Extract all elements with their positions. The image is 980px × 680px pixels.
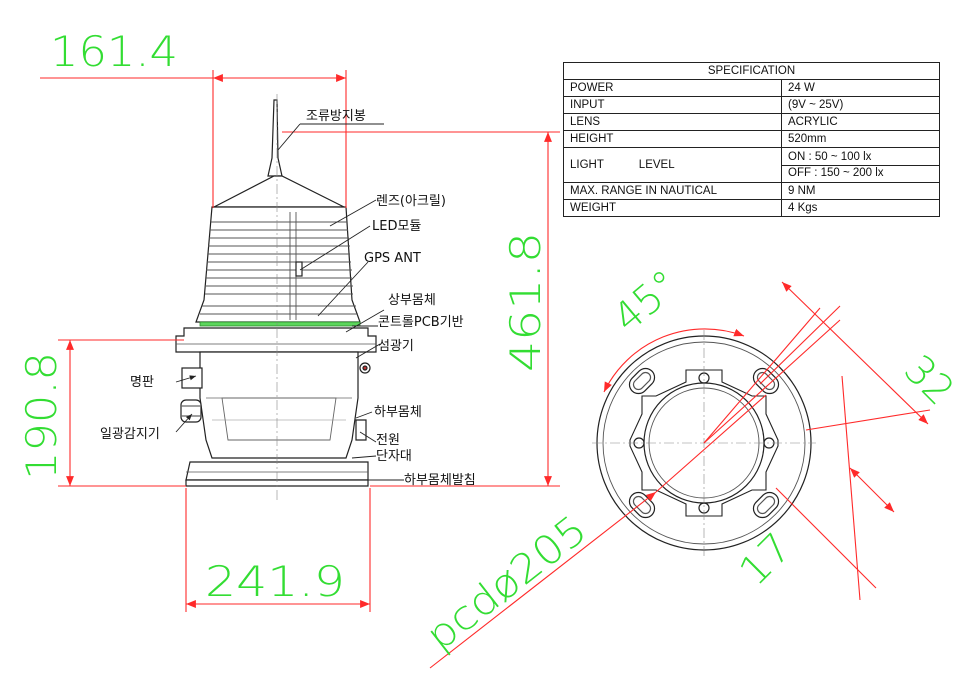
spec-key: INPUT [563,96,782,114]
spec-key: MAX. RANGE IN NAUTICAL [563,182,782,200]
spec-key: POWER [563,79,782,97]
spec-key: WEIGHT [563,199,782,217]
label-nameplate: 명판 [130,375,154,390]
dim-height: 461.8 [501,232,550,372]
label-gps-ant: GPS ANT [364,251,421,266]
spec-key: HEIGHT [563,130,782,148]
side-dimension-lines [40,70,560,612]
label-terminal: 단자대 [376,449,412,464]
label-led-module: LED모듈 [372,219,421,234]
lens-body-shape [195,206,361,323]
spec-row: MAX. RANGE IN NAUTICAL 9 NM [563,182,940,200]
dim-lower-height: 190.8 [17,352,66,480]
callout-labels: 조류방지봉 렌즈(아크릴) LED모듈 GPS ANT 상부몸체 콘트롤PCB기… [100,109,476,488]
spec-title-row: SPECIFICATION [563,62,940,80]
top-dimension-lines [429,281,931,669]
spec-value: ON : 50 ~ 100 lx OFF : 150 ~ 200 lx [781,147,940,183]
label-bird-spike: 조류방지봉 [306,109,366,124]
spec-subvalue-on: ON : 50 ~ 100 lx [788,150,872,163]
top-dimension-texts: 45° 32 17 pcdø205 [418,261,963,659]
dim-offset: 17 [731,524,802,595]
bird-spike-shape [267,99,283,177]
spec-row: LENS ACRYLIC [563,113,940,131]
specification-table: SPECIFICATION POWER 24 W INPUT (9V ~ 25V… [563,62,940,217]
side-dimension-texts: 161.4 461.8 190.8 241.9 [17,27,550,606]
spec-value: 9 NM [781,182,940,200]
lantern-side-view [175,94,377,500]
control-pcb-shape [199,321,361,327]
spec-value: ACRYLIC [781,113,940,131]
callout-leaders [175,123,404,481]
label-light-sensor: 섬광기 [378,339,414,354]
spec-row: INPUT (9V ~ 25V) [563,96,940,114]
label-lower-body: 하부몸체 [374,405,422,420]
spec-value: 24 W [781,79,940,97]
daylight-sensor-shape [180,399,202,423]
spec-key: LIGHT LEVEL [563,147,782,183]
spec-row: POWER 24 W [563,79,940,97]
spec-title: SPECIFICATION [563,62,940,80]
dim-base-width: 241.9 [205,557,345,606]
spec-subvalue-off: OFF : 150 ~ 200 lx [782,164,939,181]
label-lens: 렌즈(아크릴) [376,194,446,209]
spec-value: 4 Kgs [781,199,940,217]
spec-key: LENS [563,113,782,131]
spec-value: (9V ~ 25V) [781,96,940,114]
dim-top-width: 161.4 [50,27,178,76]
spec-row: LIGHT LEVEL ON : 50 ~ 100 lx OFF : 150 ~… [563,147,940,183]
spec-row: WEIGHT 4 Kgs [563,199,940,217]
label-control-pcb: 콘트롤PCB기반 [378,315,464,330]
lower-body-shape [199,351,359,459]
label-power: 전원 [376,433,400,448]
dim-hole: 32 [895,347,963,415]
label-base-support: 하부몸체발침 [404,473,476,488]
label-daylight-sensor: 일광감지기 [100,427,160,442]
dim-pcd: pcdø205 [418,507,596,660]
spec-value: 520mm [781,130,940,148]
spec-row: HEIGHT 520mm [563,130,940,148]
lens-cap-shape [213,175,345,208]
upper-body-shape [175,327,377,353]
dim-angle: 45° [605,261,688,341]
nameplate-shape [181,367,203,389]
label-upper-body: 상부몸체 [388,293,436,308]
